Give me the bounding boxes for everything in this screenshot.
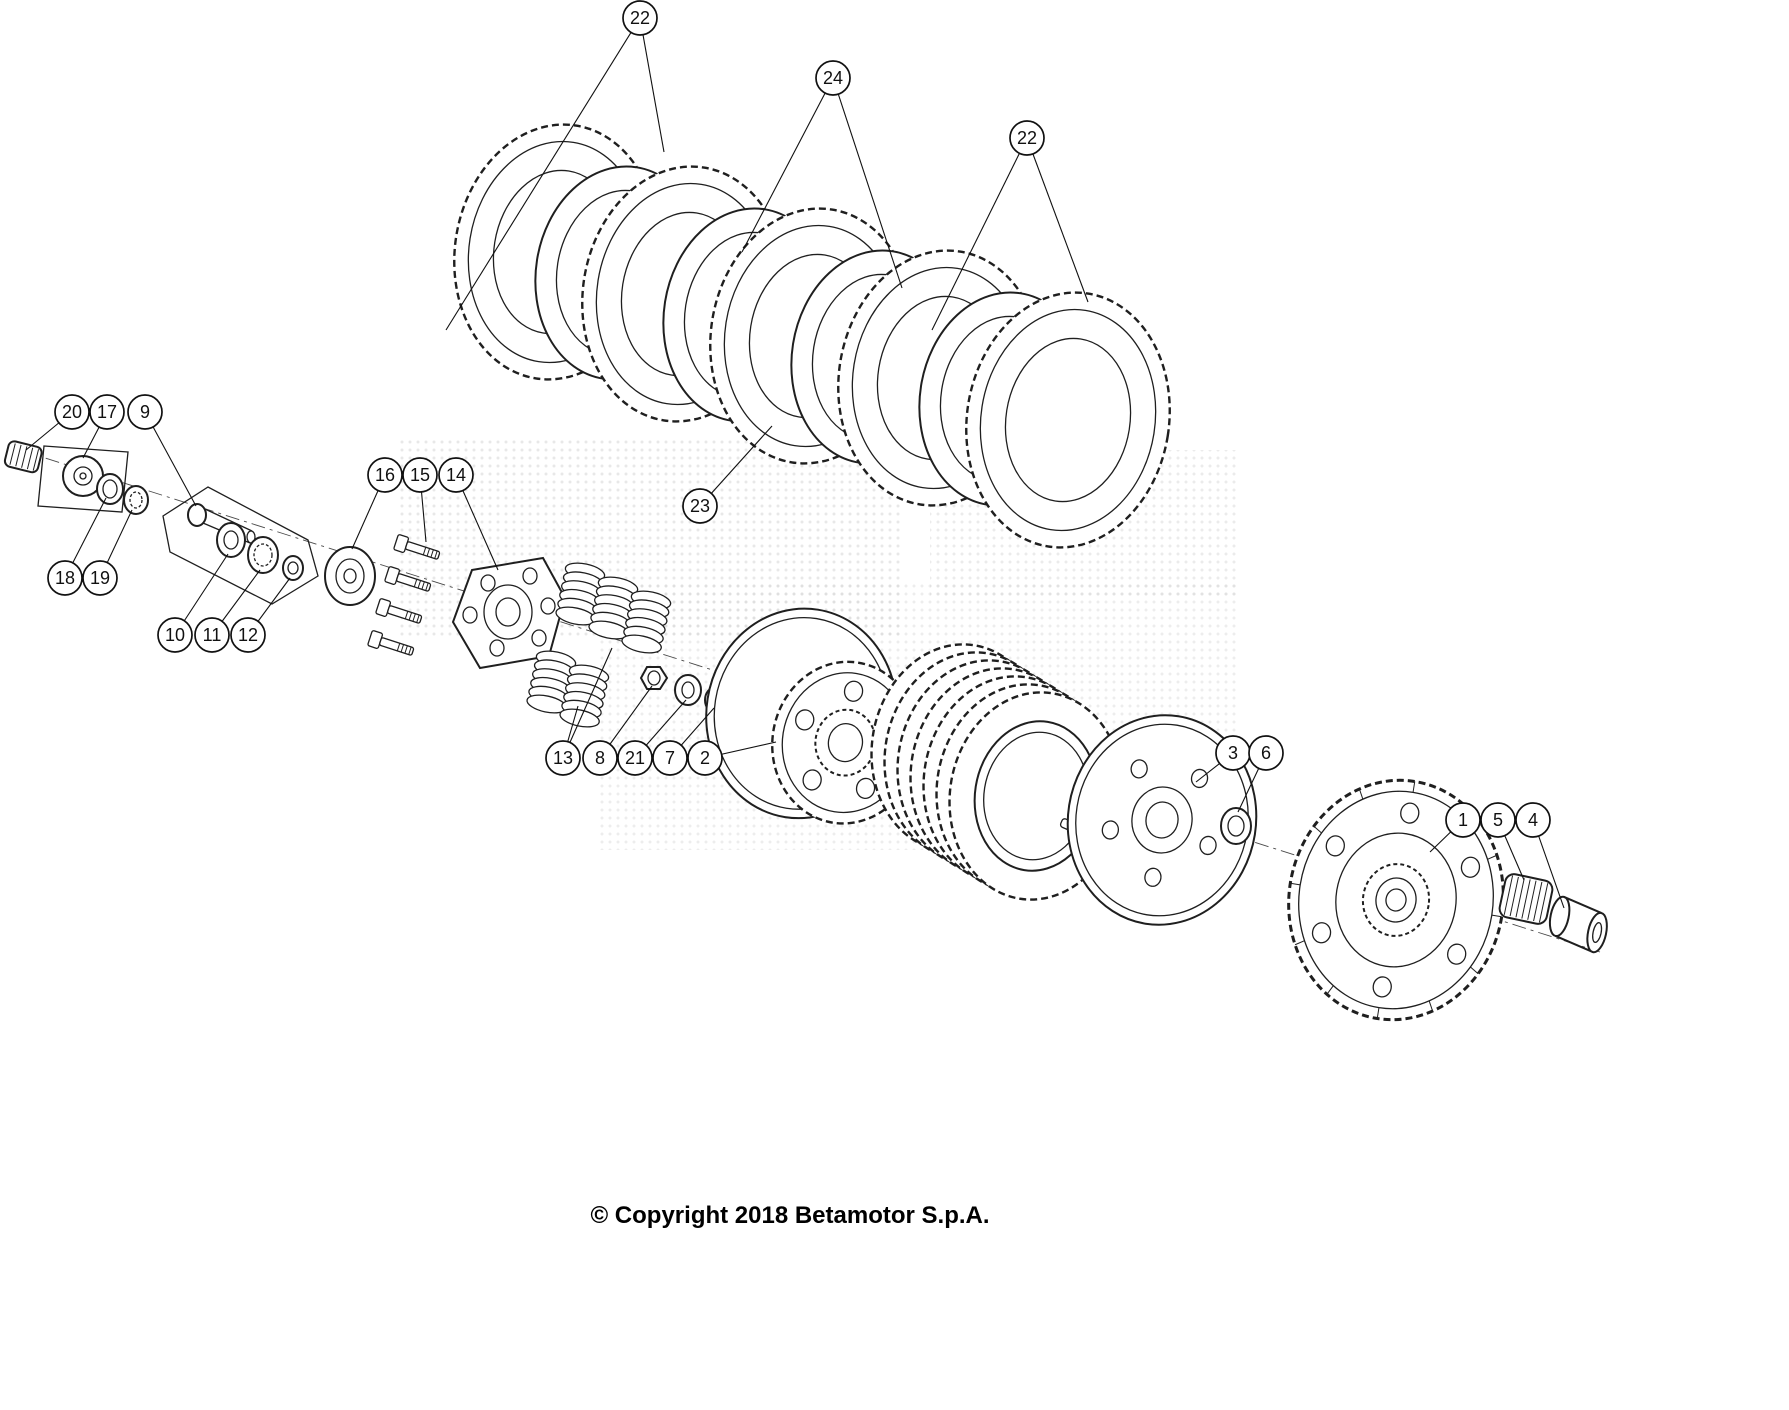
callout-18: 18 (47, 497, 107, 596)
coil-spring (555, 562, 606, 626)
part-15-bolts (367, 534, 441, 656)
part-19-ring (123, 485, 149, 515)
part-21-washer (674, 674, 702, 706)
callout-4: 4 (1515, 802, 1565, 909)
bolt (384, 566, 432, 592)
bolt (375, 598, 423, 624)
part-1-clutch-basket (1287, 778, 1505, 1022)
callout-label: 13 (553, 748, 573, 768)
coil-spring (621, 590, 672, 654)
mid-parts-layer (705, 607, 1124, 901)
part-11-bearing (247, 536, 279, 574)
callout-19: 19 (82, 509, 133, 596)
callout-label: 18 (55, 568, 75, 588)
callout-label: 16 (375, 465, 395, 485)
callout-label: 10 (165, 625, 185, 645)
callout-label: 6 (1261, 743, 1271, 763)
callout-6: 6 (1237, 735, 1284, 813)
callout-label: 11 (203, 625, 222, 645)
callout-2: 2 (687, 740, 777, 776)
right-parts-layer (1059, 714, 1608, 1022)
callout-label: 15 (410, 465, 430, 485)
callout-17: 17 (82, 394, 125, 459)
callout-24: 24 (741, 60, 903, 289)
part-18-washer (96, 473, 124, 505)
part-12-circlip (282, 555, 304, 581)
callout-15: 15 (402, 457, 438, 543)
bolt (367, 630, 415, 656)
callout-label: 22 (1017, 128, 1037, 148)
copyright-text: © Copyright 2018 Betamotor S.p.A. (590, 1202, 990, 1229)
callout-11: 11 (194, 569, 261, 653)
callout-label: 14 (446, 465, 466, 485)
callout-16: 16 (351, 457, 403, 550)
callout-label: 4 (1528, 810, 1538, 830)
callout-23: 23 (682, 425, 773, 524)
part-5-bushing (1498, 873, 1554, 925)
callout-21: 21 (617, 699, 687, 776)
callout-label: 23 (690, 496, 710, 516)
callout-label: 8 (595, 748, 605, 768)
callout-label: 7 (665, 748, 675, 768)
clutch-pack-assembled (870, 643, 1124, 901)
callout-13: 13 (545, 647, 613, 776)
callout-22: 22 (445, 0, 665, 331)
callout-label: 20 (62, 402, 82, 422)
callout-14: 14 (438, 457, 499, 571)
part-4-spacer (1548, 895, 1608, 954)
callout-label: 9 (140, 402, 150, 422)
callout-22: 22 (931, 120, 1089, 331)
part-3-pressure-plate (1059, 714, 1258, 926)
part-20-plug (3, 440, 43, 474)
callout-label: 22 (630, 8, 650, 28)
part-6-washer (1220, 807, 1252, 845)
callout-label: 2 (700, 748, 710, 768)
callout-label: 1 (1458, 810, 1468, 830)
callout-label: 21 (625, 748, 645, 768)
part-16-lifter (324, 546, 376, 606)
part-2-clutch-hub (705, 607, 920, 825)
left-parts-layer (3, 440, 728, 728)
disc-stack-layer (453, 123, 1171, 549)
callout-label: 19 (90, 568, 110, 588)
callout-label: 24 (823, 68, 843, 88)
callout-9: 9 (127, 394, 197, 507)
part-13-springs (526, 562, 672, 728)
callout-20: 20 (25, 394, 90, 451)
callout-label: 5 (1493, 810, 1503, 830)
bolt (393, 534, 441, 560)
callout-5: 5 (1480, 802, 1525, 881)
callout-1: 1 (1429, 802, 1481, 853)
callout-label: 12 (238, 625, 258, 645)
part-14-spring-plate (451, 556, 567, 670)
callout-label: 17 (97, 402, 117, 422)
part-8-nut (639, 666, 669, 690)
callout-10: 10 (157, 553, 229, 653)
callout-8: 8 (582, 685, 653, 776)
part-10-washer (216, 522, 246, 558)
callout-7: 7 (652, 707, 715, 776)
callout-12: 12 (230, 577, 291, 653)
coil-spring (588, 576, 639, 640)
friction-disc (965, 291, 1171, 549)
callout-label: 3 (1228, 743, 1238, 763)
